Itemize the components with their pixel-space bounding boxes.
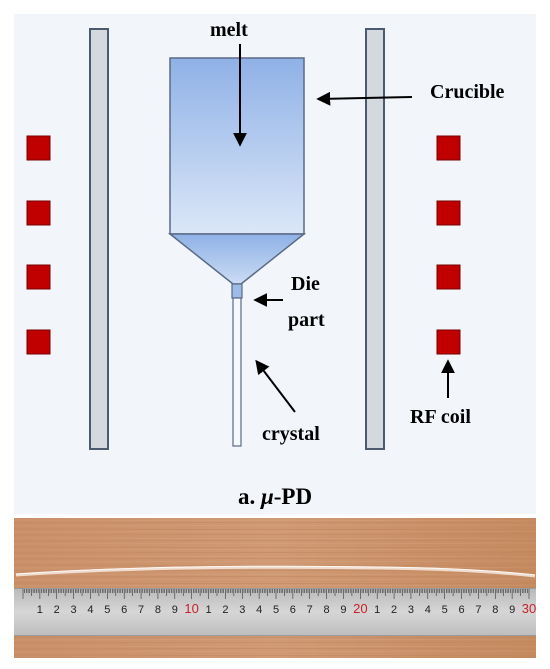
wood-grain-line [13, 575, 537, 578]
crucible-label: Crucible [430, 81, 505, 103]
ruler-number: 2 [54, 604, 60, 616]
ruler-number: 2 [391, 604, 397, 616]
wood-grain-line [13, 573, 537, 576]
right-insulation-wall [365, 28, 385, 450]
ruler-number: 2 [222, 604, 228, 616]
rf-coil-left-2 [26, 200, 51, 226]
caption-suffix: -PD [274, 484, 312, 509]
ruler-number: 4 [256, 604, 262, 616]
ruler-ticks [22, 589, 530, 599]
rf-coil-right-1 [436, 135, 461, 161]
wood-grain-line [13, 539, 537, 542]
left-insulation-wall [89, 28, 109, 450]
ruler-number: 5 [273, 604, 279, 616]
crystal-fiber-highlight [15, 565, 536, 576]
wood-grain-line [13, 530, 537, 533]
caption-prefix: a. [238, 484, 261, 509]
ruler-number: 4 [425, 604, 431, 616]
wood-grain-line [13, 636, 537, 639]
die-label-line2: part [288, 309, 325, 331]
die-part [231, 283, 243, 299]
wood-grain-line [13, 542, 537, 545]
wood-grain-line [13, 546, 537, 549]
ruler-number: 8 [324, 604, 330, 616]
melt-label: melt [210, 19, 248, 41]
rf-coil-left-4 [26, 329, 51, 355]
wood-grain-line [13, 650, 537, 653]
ruler-number: 10 [184, 601, 198, 616]
rf-coil-right-2 [436, 200, 461, 226]
ruler-number: 7 [307, 604, 313, 616]
wood-grain-line [13, 528, 537, 531]
rf-coil-left-3 [26, 264, 51, 290]
wood-grain-line [13, 641, 537, 644]
ruler-number: 1 [374, 604, 380, 616]
ruler-number: 1 [205, 604, 211, 616]
crystal-arrow [255, 359, 296, 413]
ruler-number: 8 [155, 604, 161, 616]
ruler-number: 6 [458, 604, 464, 616]
crucible-arrow [316, 91, 413, 106]
ruler-number: 8 [492, 604, 498, 616]
ruler-number: 3 [71, 604, 77, 616]
wood-grain-line [13, 555, 537, 558]
wood-grain-line [13, 582, 537, 585]
wood-grain-line [13, 638, 537, 641]
wood-grain-line [13, 584, 537, 587]
wood-grain-line [13, 524, 537, 527]
rf-coil-right-4 [436, 329, 461, 355]
wood-grain-line [13, 645, 537, 648]
figure-caption: a. μ-PD [238, 484, 312, 509]
ruler-number: 7 [138, 604, 144, 616]
wood-grain-line [13, 551, 537, 554]
wood-grain-line [13, 533, 537, 536]
ruler-number: 3 [408, 604, 414, 616]
caption-mu: μ [260, 484, 274, 509]
ruler-number: 5 [442, 604, 448, 616]
crystal-label: crystal [262, 423, 320, 445]
wood-grain-line [13, 647, 537, 650]
ruler-number: 5 [104, 604, 110, 616]
wood-grain-line [13, 564, 537, 567]
ruler-number: 9 [509, 604, 515, 616]
crystal-fiber-photo [15, 565, 536, 578]
crystal-fiber [232, 297, 242, 447]
wood-grain-line [13, 548, 537, 551]
ruler-number: 9 [340, 604, 346, 616]
ruler-number: 6 [121, 604, 127, 616]
wood-grain-line [13, 557, 537, 560]
wood-grain-line [13, 519, 537, 522]
die-label-line1: Die [291, 273, 320, 295]
rf-coil-right-3 [436, 264, 461, 290]
ruler-number: 1 [37, 604, 43, 616]
ruler-number: 7 [475, 604, 481, 616]
ruler-number: 20 [353, 601, 367, 616]
ruler-number: 3 [239, 604, 245, 616]
wood-grain-line [13, 578, 537, 581]
ruler [14, 588, 536, 636]
wood-grain-line [13, 560, 537, 563]
crucible-body [169, 57, 305, 235]
wood-grain-line [13, 654, 537, 657]
ruler-number: 30 [522, 601, 536, 616]
ruler-number: 6 [290, 604, 296, 616]
wood-grain-line [13, 537, 537, 540]
rf-coil-left-1 [26, 135, 51, 161]
ruler-number: 9 [172, 604, 178, 616]
ruler-number: 4 [87, 604, 93, 616]
rf-coil-label: RF coil [410, 406, 471, 428]
wood-grain-line [13, 521, 537, 524]
